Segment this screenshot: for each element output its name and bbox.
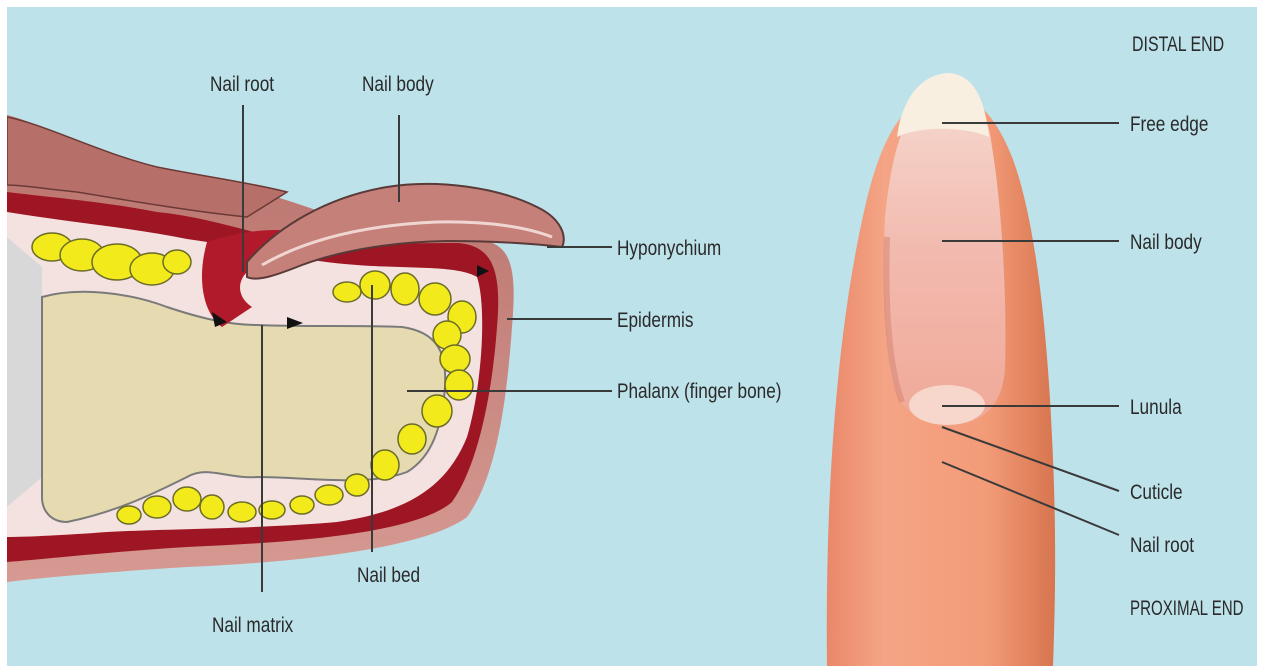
label-hyponychium: Hyponychium	[617, 238, 721, 261]
label-nail-root: Nail root	[210, 74, 275, 97]
left-shadow	[7, 237, 42, 507]
label-nail-bed: Nail bed	[357, 565, 420, 588]
nail-anatomy-diagram: Nail root Nail body Hyponychium Epidermi…	[7, 7, 1257, 666]
label-distal-end: DISTAL END	[1132, 32, 1224, 56]
label-lunula: Lunula	[1130, 397, 1182, 420]
label-nail-body: Nail body	[362, 74, 434, 97]
label-finger-nail-root: Nail root	[1130, 535, 1195, 558]
nail-surface	[884, 89, 1005, 425]
label-free-edge: Free edge	[1130, 114, 1208, 137]
label-phalanx: Phalanx (finger bone)	[617, 381, 782, 404]
diagram-frame: Nail root Nail body Hyponychium Epidermi…	[7, 7, 1257, 666]
nail-cross-section	[7, 115, 564, 582]
label-epidermis: Epidermis	[617, 310, 694, 333]
finger-labels: DISTAL END Free edge Nail body Lunula Cu…	[1130, 32, 1244, 620]
label-proximal-end: PROXIMAL END	[1130, 595, 1244, 619]
label-cuticle: Cuticle	[1130, 482, 1183, 505]
fingertip-illustration	[827, 73, 1055, 666]
label-finger-nail-body: Nail body	[1130, 232, 1202, 255]
label-nail-matrix: Nail matrix	[212, 615, 294, 638]
nail-free-edge	[897, 73, 989, 137]
